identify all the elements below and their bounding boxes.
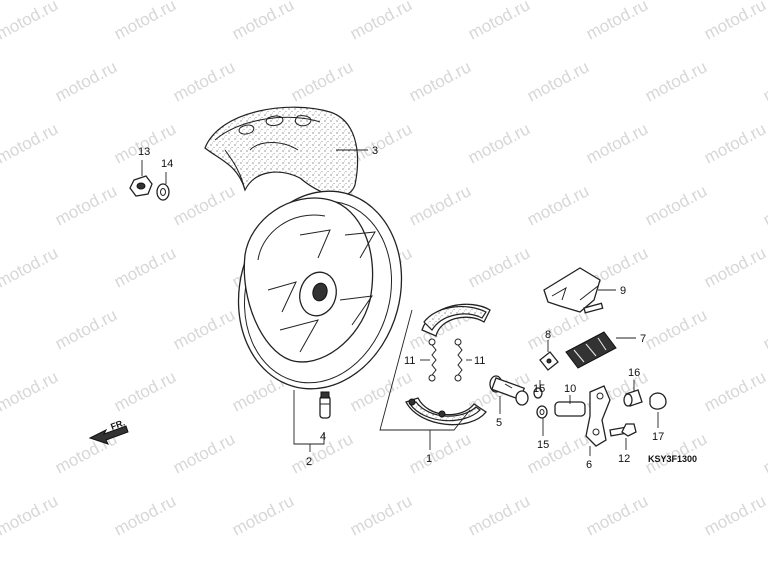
watermark-text: motod.ru: [111, 0, 179, 44]
watermark-text: motod.ru: [347, 367, 415, 415]
callout-8: 8: [545, 329, 551, 341]
callout-2: 2: [306, 456, 312, 468]
bolt[interactable]: [609, 423, 637, 437]
callout-15-upper: 15: [533, 383, 545, 395]
watermark-text: motod.ru: [642, 181, 710, 229]
brake-shoe-set[interactable]: [405, 303, 491, 426]
watermark-text: motod.ru: [760, 57, 768, 105]
watermark-text: motod.ru: [52, 181, 120, 229]
watermark-text: motod.ru: [406, 57, 474, 105]
callout-1: 1: [426, 453, 432, 465]
watermark-text: motod.ru: [524, 57, 592, 105]
brake-cam[interactable]: [489, 375, 529, 406]
callout-16: 16: [628, 367, 640, 379]
watermark-text: motod.ru: [0, 429, 2, 477]
callout-3: 3: [372, 145, 378, 157]
watermark-text: motod.ru: [288, 57, 356, 105]
front-direction-indicator: FR.: [88, 418, 129, 445]
watermark-text: motod.ru: [229, 491, 297, 539]
watermark-text: motod.ru: [347, 491, 415, 539]
wear-indicator-plate[interactable]: [539, 351, 559, 371]
watermark-text: motod.ru: [524, 429, 592, 477]
watermark-text: motod.ru: [111, 367, 179, 415]
brake-arm-cover[interactable]: [543, 267, 604, 314]
callout-5: 5: [496, 417, 502, 429]
adjusting-nut[interactable]: [649, 392, 667, 410]
callout-17: 17: [652, 431, 664, 443]
watermark-text: motod.ru: [52, 305, 120, 353]
watermark-text: motod.ru: [642, 305, 710, 353]
watermark-text: motod.ru: [111, 243, 179, 291]
watermark-text: motod.ru: [701, 491, 768, 539]
watermark-text: motod.ru: [465, 119, 533, 167]
watermark-text: motod.ru: [170, 305, 238, 353]
rear-wheel[interactable]: [217, 173, 423, 408]
callout-labels: 13 14 3 4 2 1 11 11 5 15 15 8 10 6 7 9 1…: [138, 145, 664, 471]
watermark-text: motod.ru: [583, 119, 651, 167]
direction-label: FR.: [109, 418, 126, 432]
watermark-text: motod.ru: [701, 0, 768, 44]
watermark-text: motod.ru: [524, 181, 592, 229]
watermark-text: motod.ru: [0, 119, 61, 167]
watermark-text: motod.ru: [0, 491, 61, 539]
watermark-text: motod.ru: [229, 0, 297, 44]
watermark-text: motod.ru: [170, 57, 238, 105]
watermark-text: motod.ru: [0, 243, 61, 291]
callout-9: 9: [620, 285, 626, 297]
watermark-text: motod.ru: [701, 119, 768, 167]
watermark-text: motod.ru: [170, 181, 238, 229]
brake-arm-rubber[interactable]: [565, 331, 617, 369]
watermark-text: motod.ru: [760, 181, 768, 229]
watermark-text: motod.ru: [0, 57, 2, 105]
callout-6: 6: [586, 459, 592, 471]
watermark-text: motod.ru: [170, 429, 238, 477]
brake-arm[interactable]: [585, 385, 611, 447]
watermark-text: motod.ru: [465, 0, 533, 44]
valve-stem[interactable]: [319, 391, 331, 419]
return-spring[interactable]: [554, 401, 586, 417]
callout-13: 13: [138, 146, 150, 158]
callout-11-left: 11: [404, 355, 415, 367]
watermark-text: motod.ru: [0, 0, 61, 44]
joint-pin[interactable]: [623, 389, 643, 407]
axle-nut[interactable]: [129, 175, 153, 197]
watermark-text: motod.ru: [52, 57, 120, 105]
rear-tire[interactable]: [204, 106, 359, 197]
leader-lines: [141, 149, 659, 456]
watermark-text: motod.ru: [583, 491, 651, 539]
callout-4: 4: [320, 431, 326, 443]
callout-11-right: 11: [474, 355, 485, 367]
drawing-code: KSY3F1300: [648, 454, 697, 464]
callout-12: 12: [618, 453, 630, 465]
watermark-text: motod.ru: [465, 243, 533, 291]
watermark-text: motod.ru: [701, 243, 768, 291]
watermark-text: motod.ru: [760, 305, 768, 353]
callout-10: 10: [564, 383, 576, 395]
washer[interactable]: [156, 183, 170, 201]
callout-15-lower: 15: [537, 439, 549, 451]
watermark-text: motod.ru: [0, 367, 61, 415]
watermark-text: motod.ru: [111, 491, 179, 539]
watermark-text: motod.ru: [0, 181, 2, 229]
watermark-text: motod.ru: [701, 367, 768, 415]
watermark-text: motod.ru: [642, 57, 710, 105]
watermark-text: motod.ru: [583, 0, 651, 44]
watermark-text: motod.ru: [760, 429, 768, 477]
watermark-text: motod.ru: [347, 0, 415, 44]
brake-shoe-spring[interactable]: [428, 338, 463, 382]
watermark-text: motod.ru: [0, 305, 2, 353]
callout-14: 14: [161, 158, 173, 170]
watermark-text: motod.ru: [465, 491, 533, 539]
watermark-text: motod.ru: [406, 181, 474, 229]
watermark-text: motod.ru: [406, 429, 474, 477]
callout-7: 7: [640, 333, 646, 345]
felt-seal[interactable]: [533, 387, 548, 419]
